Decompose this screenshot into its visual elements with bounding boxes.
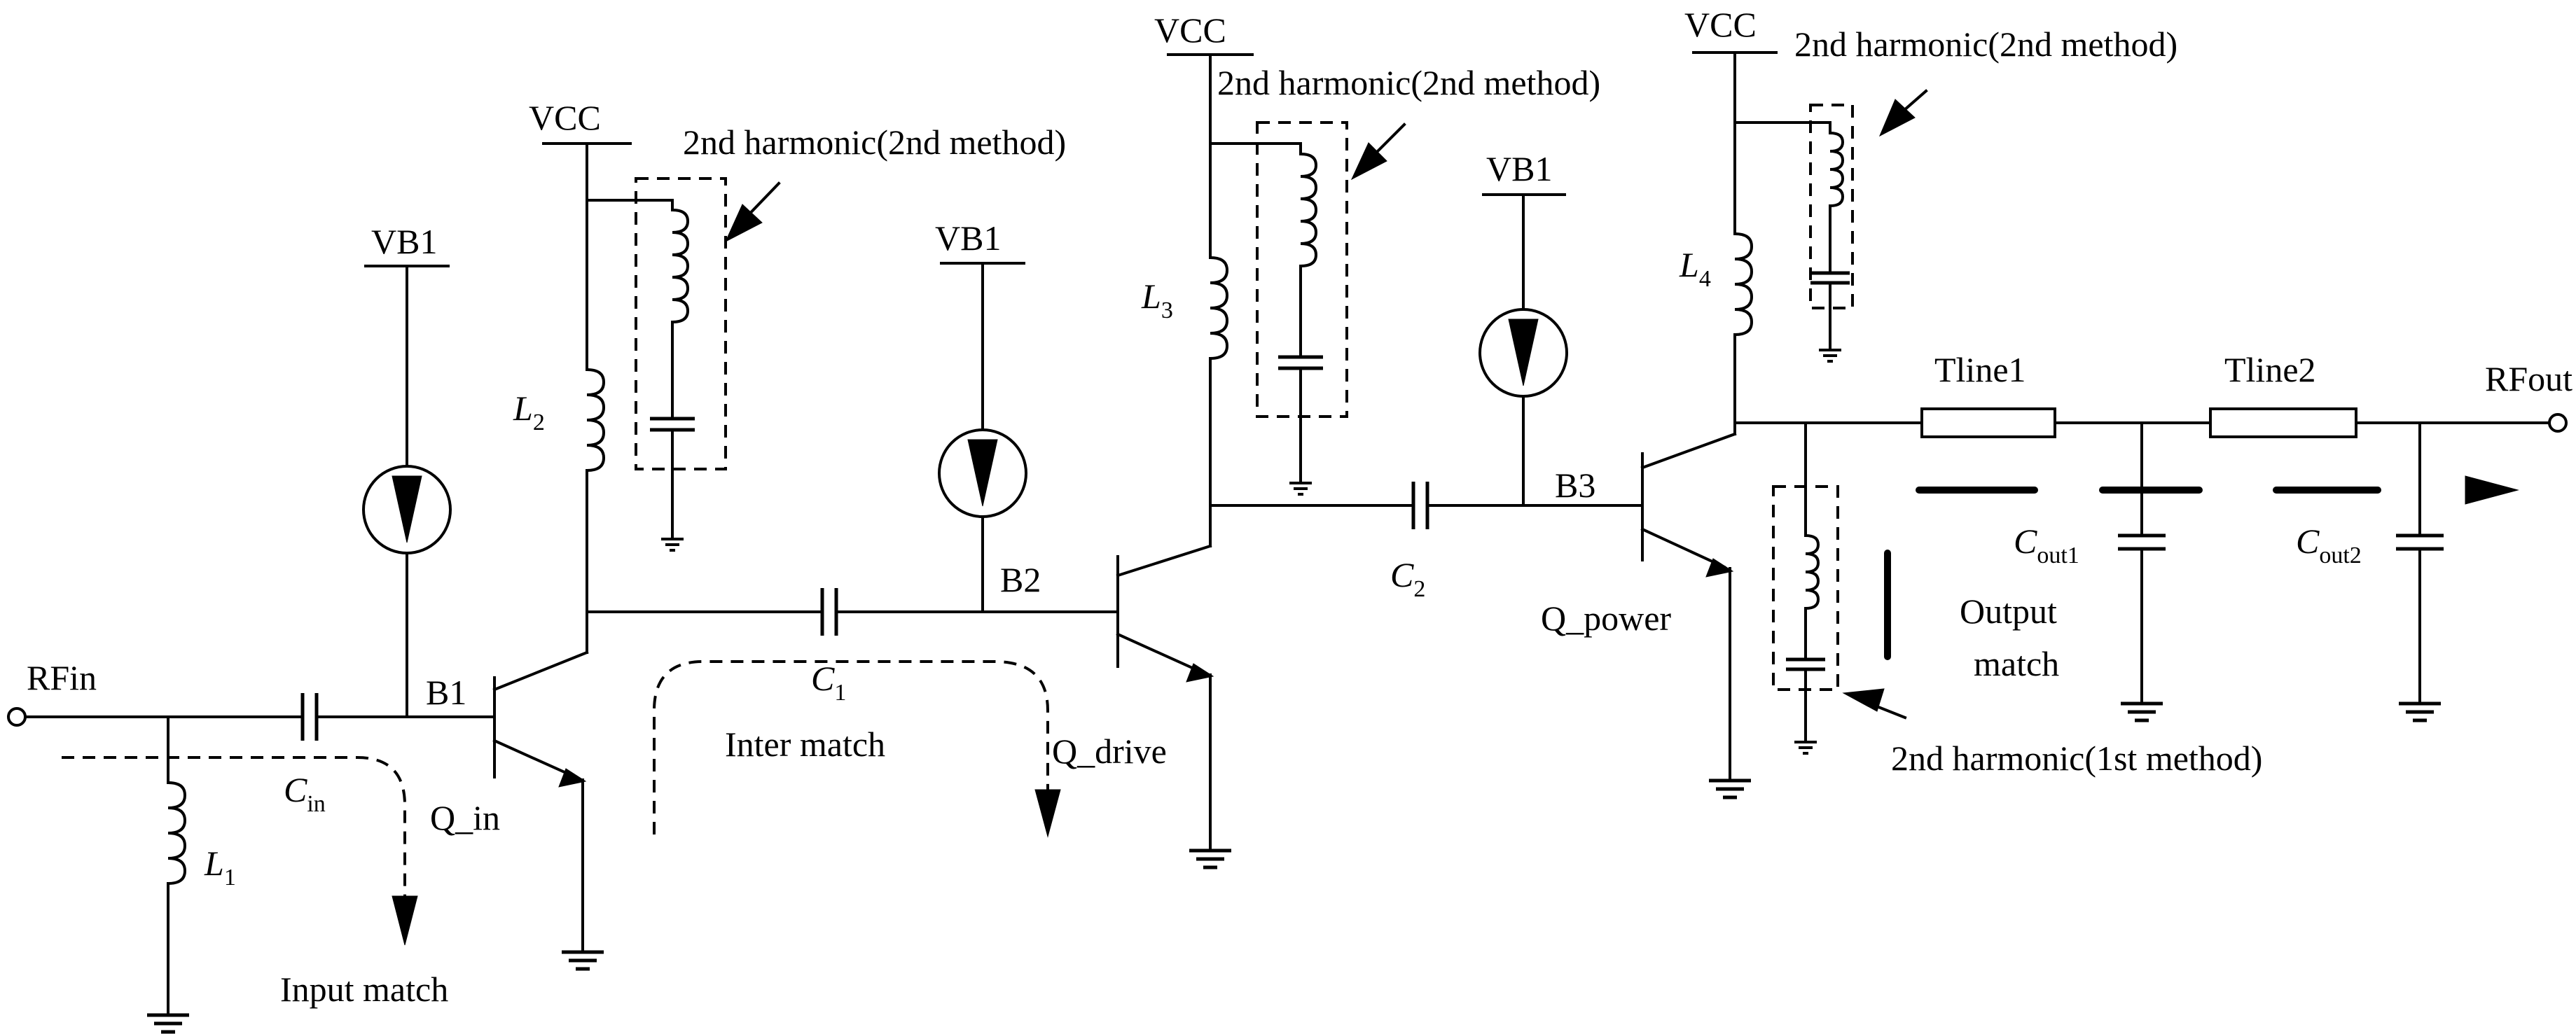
rfin-port — [7, 707, 27, 727]
l4-label: L4 — [1679, 245, 1711, 292]
l2-label: L2 — [513, 389, 545, 435]
b2-label: B2 — [1000, 560, 1041, 599]
cout1-label: Cout1 — [2014, 522, 2079, 568]
input-match-path — [62, 756, 406, 896]
harmonic-trap-box — [1772, 485, 1839, 691]
pointer-arrow-icon — [1878, 99, 1916, 137]
tline1[interactable] — [1920, 407, 2056, 438]
harmonic-2nd-label: 2nd harmonic(2nd method) — [1217, 63, 1600, 102]
vcc-label: VCC — [529, 98, 601, 137]
l1-label: L1 — [204, 844, 236, 890]
rfin-label: RFin — [27, 658, 97, 697]
vb1-label: VB1 — [935, 218, 1001, 258]
vcc-label: VCC — [1154, 11, 1226, 50]
tline2[interactable] — [2209, 407, 2357, 438]
harmonic-trap-inductor — [1828, 131, 1845, 208]
harmonic-trap-box — [635, 177, 727, 470]
input-stage: RFin Cin L1 Input match B1 VB1 Q_in — [7, 98, 1066, 1032]
harmonic-trap-inductor — [670, 208, 690, 324]
tline2-label: Tline2 — [2224, 350, 2316, 389]
arrow-icon — [2465, 475, 2519, 505]
harmonic-2nd-label: 2nd harmonic(2nd method) — [683, 123, 1066, 162]
inter-match-label: Inter match — [725, 725, 885, 764]
c2-label: C2 — [1390, 555, 1425, 602]
output-match-label-line1: Output — [1960, 592, 2057, 631]
l3-inductor — [1208, 256, 1229, 361]
vcc-label: VCC — [1684, 5, 1757, 44]
vb1-label: VB1 — [1486, 149, 1552, 188]
harmonic-trap-box — [1809, 104, 1854, 309]
l3-label: L3 — [1141, 277, 1173, 323]
c1-label: C1 — [811, 659, 846, 706]
rfout-port — [2548, 413, 2568, 433]
harmonic-trap-inductor — [1803, 533, 1820, 610]
emitter-arrow-icon — [558, 768, 587, 788]
pointer-arrow-icon — [1350, 142, 1387, 181]
pointer-arrow-icon — [724, 204, 763, 243]
l4-inductor — [1733, 232, 1754, 337]
inter-match-path — [653, 660, 1049, 834]
drive-stage: C1 Inter match B2 VB1 Q_drive VCC L3 — [653, 11, 1644, 867]
harmonic-trap-box — [1256, 121, 1348, 418]
l2-inductor — [585, 368, 606, 473]
arrow-icon — [392, 895, 418, 946]
harmonic-trap-inductor — [1299, 152, 1318, 268]
b3-label: B3 — [1555, 466, 1595, 505]
cout2-label: Cout2 — [2296, 522, 2362, 568]
emitter-arrow-icon — [1186, 663, 1214, 683]
rfout-label: RFout — [2485, 359, 2572, 398]
l1-inductor — [166, 781, 187, 886]
tline1-label: Tline1 — [1934, 350, 2026, 389]
q-power-label: Q_power — [1541, 599, 1671, 638]
vb1-label: VB1 — [371, 222, 437, 261]
harmonic-2nd-label: 2nd harmonic(2nd method) — [1794, 25, 2177, 64]
b1-label: B1 — [426, 673, 466, 712]
harmonic-1st-label: 2nd harmonic(1st method) — [1891, 739, 2262, 778]
power-stage: B3 VB1 Q_power VCC L4 2nd harmonic(2nd m… — [1479, 5, 2572, 797]
cin-label: Cin — [284, 770, 326, 817]
q-drive-label: Q_drive — [1052, 732, 1167, 771]
q-in-label: Q_in — [430, 798, 500, 837]
pointer-arrow-icon — [1842, 688, 1885, 712]
arrow-icon — [1034, 789, 1061, 838]
input-match-label: Input match — [280, 970, 448, 1009]
output-match-label-line2: match — [1974, 644, 2059, 683]
emitter-arrow-icon — [1705, 558, 1734, 578]
